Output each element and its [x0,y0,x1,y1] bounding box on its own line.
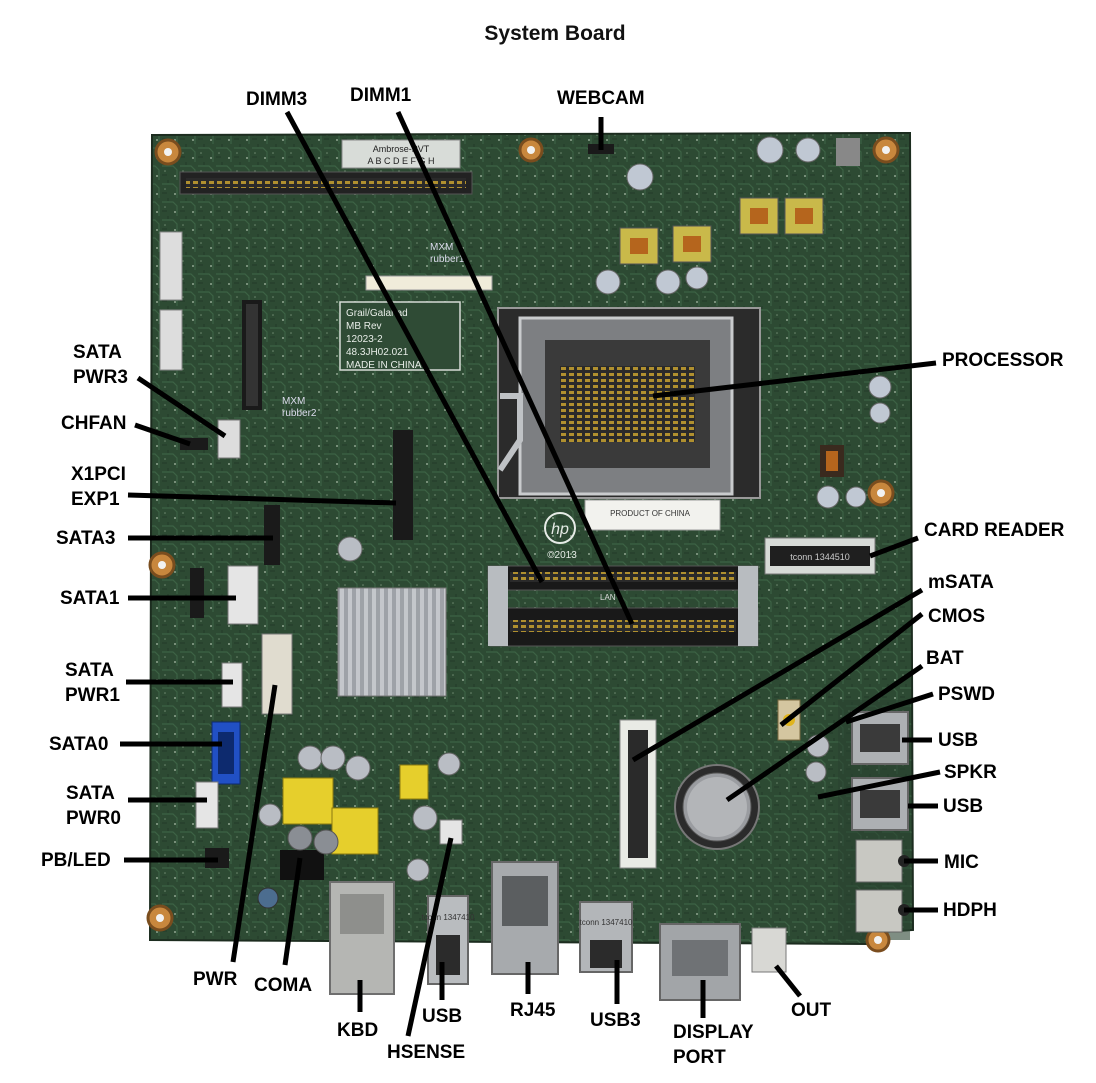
mxm-top-silkscreen: MXM [430,242,453,253]
leader-line-card-reader [869,535,919,559]
label-hdph: HDPH [943,900,997,921]
rear-io-right [777,699,910,933]
chipset-heatsink [337,587,447,697]
leader-line-coma [282,857,303,966]
tconn2-silkscreen: tconn 1347410 [580,918,633,927]
product-silkscreen: PRODUCT OF CHINA [610,509,691,518]
label-sata3: SATA3 [56,528,116,549]
mxm-silkscreen: MXM [282,396,305,407]
board-sticker: Grail/Galahad MB Rev 12023-2 48.3JH02.02… [282,275,493,419]
sata-connectors [180,419,413,880]
label-sata1: SATA1 [60,588,120,609]
label-usb-bottom: USB [422,1006,463,1027]
label-processor: PROCESSOR [942,350,1064,371]
leader-line-dimm1 [395,110,635,626]
diagram-title: System Board [484,22,626,45]
processor-socket: PRODUCT OF CHINA [497,307,761,531]
yellow-chokes [257,536,461,909]
label-kbd: KBD [337,1020,379,1041]
leader-line-processor [652,360,937,399]
leader-line-out [774,964,802,998]
letters-silkscreen: A B C D E F G H [367,156,434,166]
cmos-battery [674,764,760,850]
label-cmos: CMOS [928,606,985,627]
part2-silkscreen: 48.3JH02.021 [346,347,409,358]
leader-line-hsense [405,837,454,1037]
leader-line-chfan [134,422,191,447]
leader-line-bat [725,663,924,803]
tconn3-silkscreen: tconn 1344510 [790,552,850,562]
made-silkscreen: MADE IN CHINA [346,360,422,371]
leader-line-sata-pwr3 [136,375,227,439]
label-rj45: RJ45 [510,1000,556,1021]
label-usb-right-1: USB [938,730,979,751]
label-pb-led: PB/LED [41,850,111,871]
msata-slot [619,719,657,869]
card-reader-slot: tconn 1344510 [764,537,876,575]
leader-line-msata [631,587,924,763]
label-coma: COMA [254,975,313,996]
label-sata0: SATA0 [49,734,109,755]
leader-line-dimm3 [284,110,545,584]
hp-logo-text: hp [551,521,569,538]
leader-line-x1pci-exp1 [127,492,397,506]
label-out: OUT [791,1000,832,1021]
rear-io-bottom: tconn 1347410 tconn 1347410 [329,819,787,1001]
label-spkr: SPKR [944,762,997,783]
label-msata: mSATA [928,572,994,593]
label-usb3: USB3 [590,1010,641,1031]
leader-line-spkr [817,769,941,800]
rubber2-silkscreen: rubber2 [282,408,317,419]
lan-silkscreen: LAN [600,593,616,602]
label-pwr: PWR [193,969,238,990]
label-usb-right-2: USB [943,796,984,817]
label-card-reader: CARD READER [924,520,1065,541]
label-chfan: CHFAN [61,413,127,434]
label-bat: BAT [926,648,964,669]
label-dimm3: DIMM3 [246,89,308,110]
hp-logo: hp ©2013 [544,512,577,561]
label-webcam: WEBCAM [557,88,645,109]
leader-line-pwr [230,684,278,963]
grail-silkscreen: Grail/Galahad [346,308,408,319]
callout-leader-lines [120,110,941,1037]
label-pswd: PSWD [938,684,995,705]
leader-line-pswd [845,691,934,725]
tconn1-silkscreen: tconn 1347410 [422,913,475,922]
label-mic: MIC [944,852,979,873]
rubber1-silkscreen: rubber1 [430,254,465,265]
vrm-area [595,136,892,509]
mbrev-silkscreen: MB Rev [346,321,382,332]
left-edge-connectors [159,231,262,410]
year-silkscreen: ©2013 [547,550,577,561]
label-hsense: HSENSE [387,1042,466,1063]
leader-line-cmos [779,612,924,727]
part1-silkscreen: 12023-2 [346,334,383,345]
ambrose-silkscreen: Ambrose-PVT [373,144,430,154]
label-dimm1: DIMM1 [350,85,412,106]
